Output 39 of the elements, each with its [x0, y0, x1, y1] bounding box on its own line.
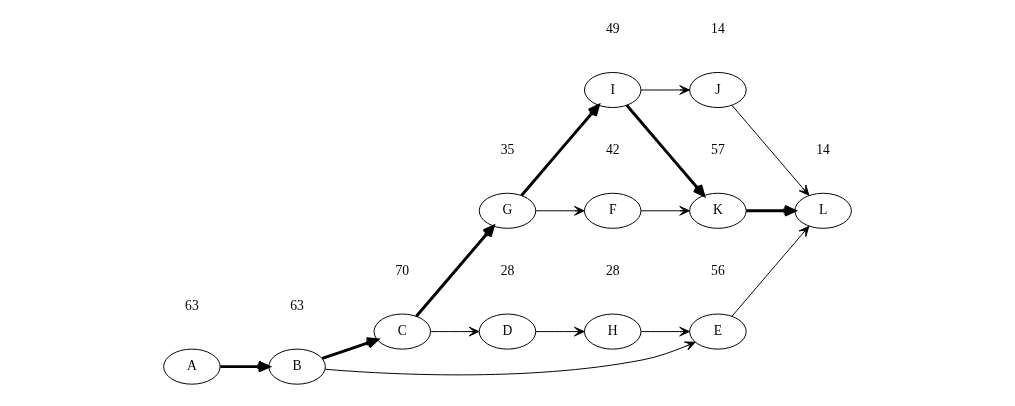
arrow [535, 205, 585, 216]
node-label: 14 [816, 142, 830, 157]
node-label: 49 [605, 21, 620, 37]
node-label: 63 [185, 297, 199, 313]
arrow [535, 326, 585, 337]
node-label: 70 [395, 262, 410, 278]
node-label: 28 [500, 262, 515, 278]
node-label: 57 [711, 142, 725, 157]
node-ellipse: C [373, 313, 432, 350]
node-ellipse: H [583, 313, 642, 350]
node-ellipse: K [689, 192, 747, 229]
node-ellipse: A [163, 348, 221, 385]
node-ellipse: L [794, 192, 852, 229]
node-ellipse: I [583, 72, 642, 109]
arrow [430, 326, 480, 337]
arrow [640, 205, 690, 216]
arrow [321, 337, 379, 360]
node-label: 14 [711, 21, 725, 37]
node-label: 56 [711, 262, 725, 278]
arrow [640, 326, 690, 337]
node-ellipse: F [583, 192, 642, 229]
arrow [220, 360, 271, 373]
arrow [324, 341, 696, 376]
arrow [415, 224, 495, 318]
arrow [520, 104, 600, 197]
node-ellipse: J [689, 72, 747, 109]
arrow [731, 225, 810, 317]
node-ellipse: E [689, 313, 747, 350]
arrow [625, 104, 706, 197]
arrow [731, 104, 810, 196]
node-label: 42 [605, 142, 620, 157]
node-label: 35 [500, 142, 515, 157]
node-ellipse: G [478, 192, 537, 229]
node-ellipse: D [478, 313, 537, 350]
node-ellipse: B [268, 348, 326, 385]
node-label: 28 [605, 262, 620, 278]
node-label: 63 [290, 297, 304, 313]
arrow [746, 204, 797, 217]
arrow [640, 85, 690, 95]
